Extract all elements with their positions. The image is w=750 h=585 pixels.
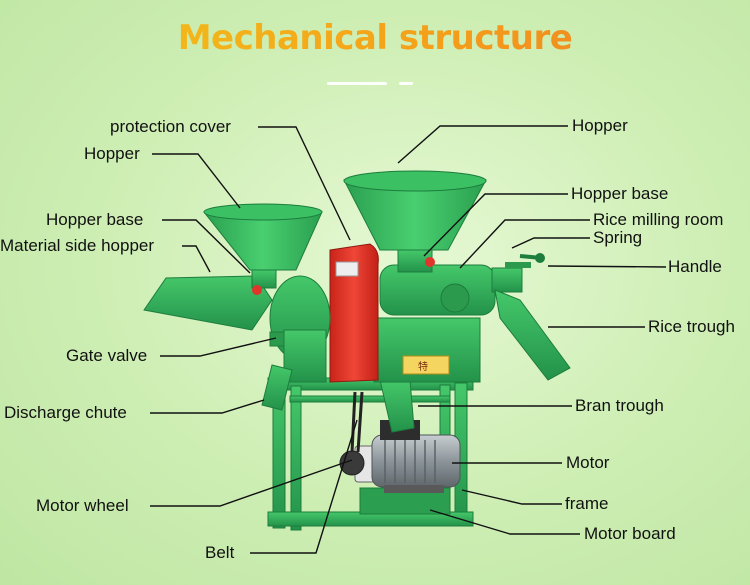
label-rice-milling-room: Rice milling room bbox=[593, 210, 724, 229]
label-frame: frame bbox=[565, 494, 609, 513]
label-motor-wheel: Motor wheel bbox=[36, 496, 129, 515]
belt bbox=[350, 391, 357, 453]
spring bbox=[505, 262, 531, 268]
label-gate-valve: Gate valve bbox=[66, 346, 148, 365]
label-belt: Belt bbox=[205, 543, 235, 562]
label-spring: Spring bbox=[593, 228, 643, 247]
label-discharge-chute: Discharge chute bbox=[4, 403, 127, 422]
label-bran-trough: Bran trough bbox=[575, 396, 664, 415]
title-underline-long bbox=[327, 82, 387, 85]
label-motor: Motor bbox=[566, 453, 610, 472]
label-hopper-left: Hopper bbox=[84, 144, 140, 163]
rice-milling-room bbox=[379, 264, 496, 316]
page-title: Mechanical structure bbox=[0, 18, 750, 58]
label-handle: Handle bbox=[668, 257, 722, 276]
machine-badge-text: 特 bbox=[418, 362, 428, 373]
leader-lines bbox=[150, 125, 667, 554]
rice-trough bbox=[494, 289, 571, 381]
label-protection-cover: protection cover bbox=[110, 117, 231, 136]
hopper-base-left bbox=[251, 269, 277, 289]
label-rice-trough: Rice trough bbox=[648, 317, 735, 336]
title-underline-short bbox=[399, 82, 413, 85]
label-hopper-base-right: Hopper base bbox=[571, 184, 669, 203]
label-material-side-hopper: Material side hopper bbox=[0, 236, 155, 255]
protection-cover bbox=[329, 243, 379, 383]
label-motor-board: Motor board bbox=[584, 524, 676, 543]
label-hopper-right: Hopper bbox=[572, 116, 628, 135]
label-hopper-base-left: Hopper base bbox=[46, 210, 144, 229]
discharge-chute bbox=[261, 364, 293, 411]
